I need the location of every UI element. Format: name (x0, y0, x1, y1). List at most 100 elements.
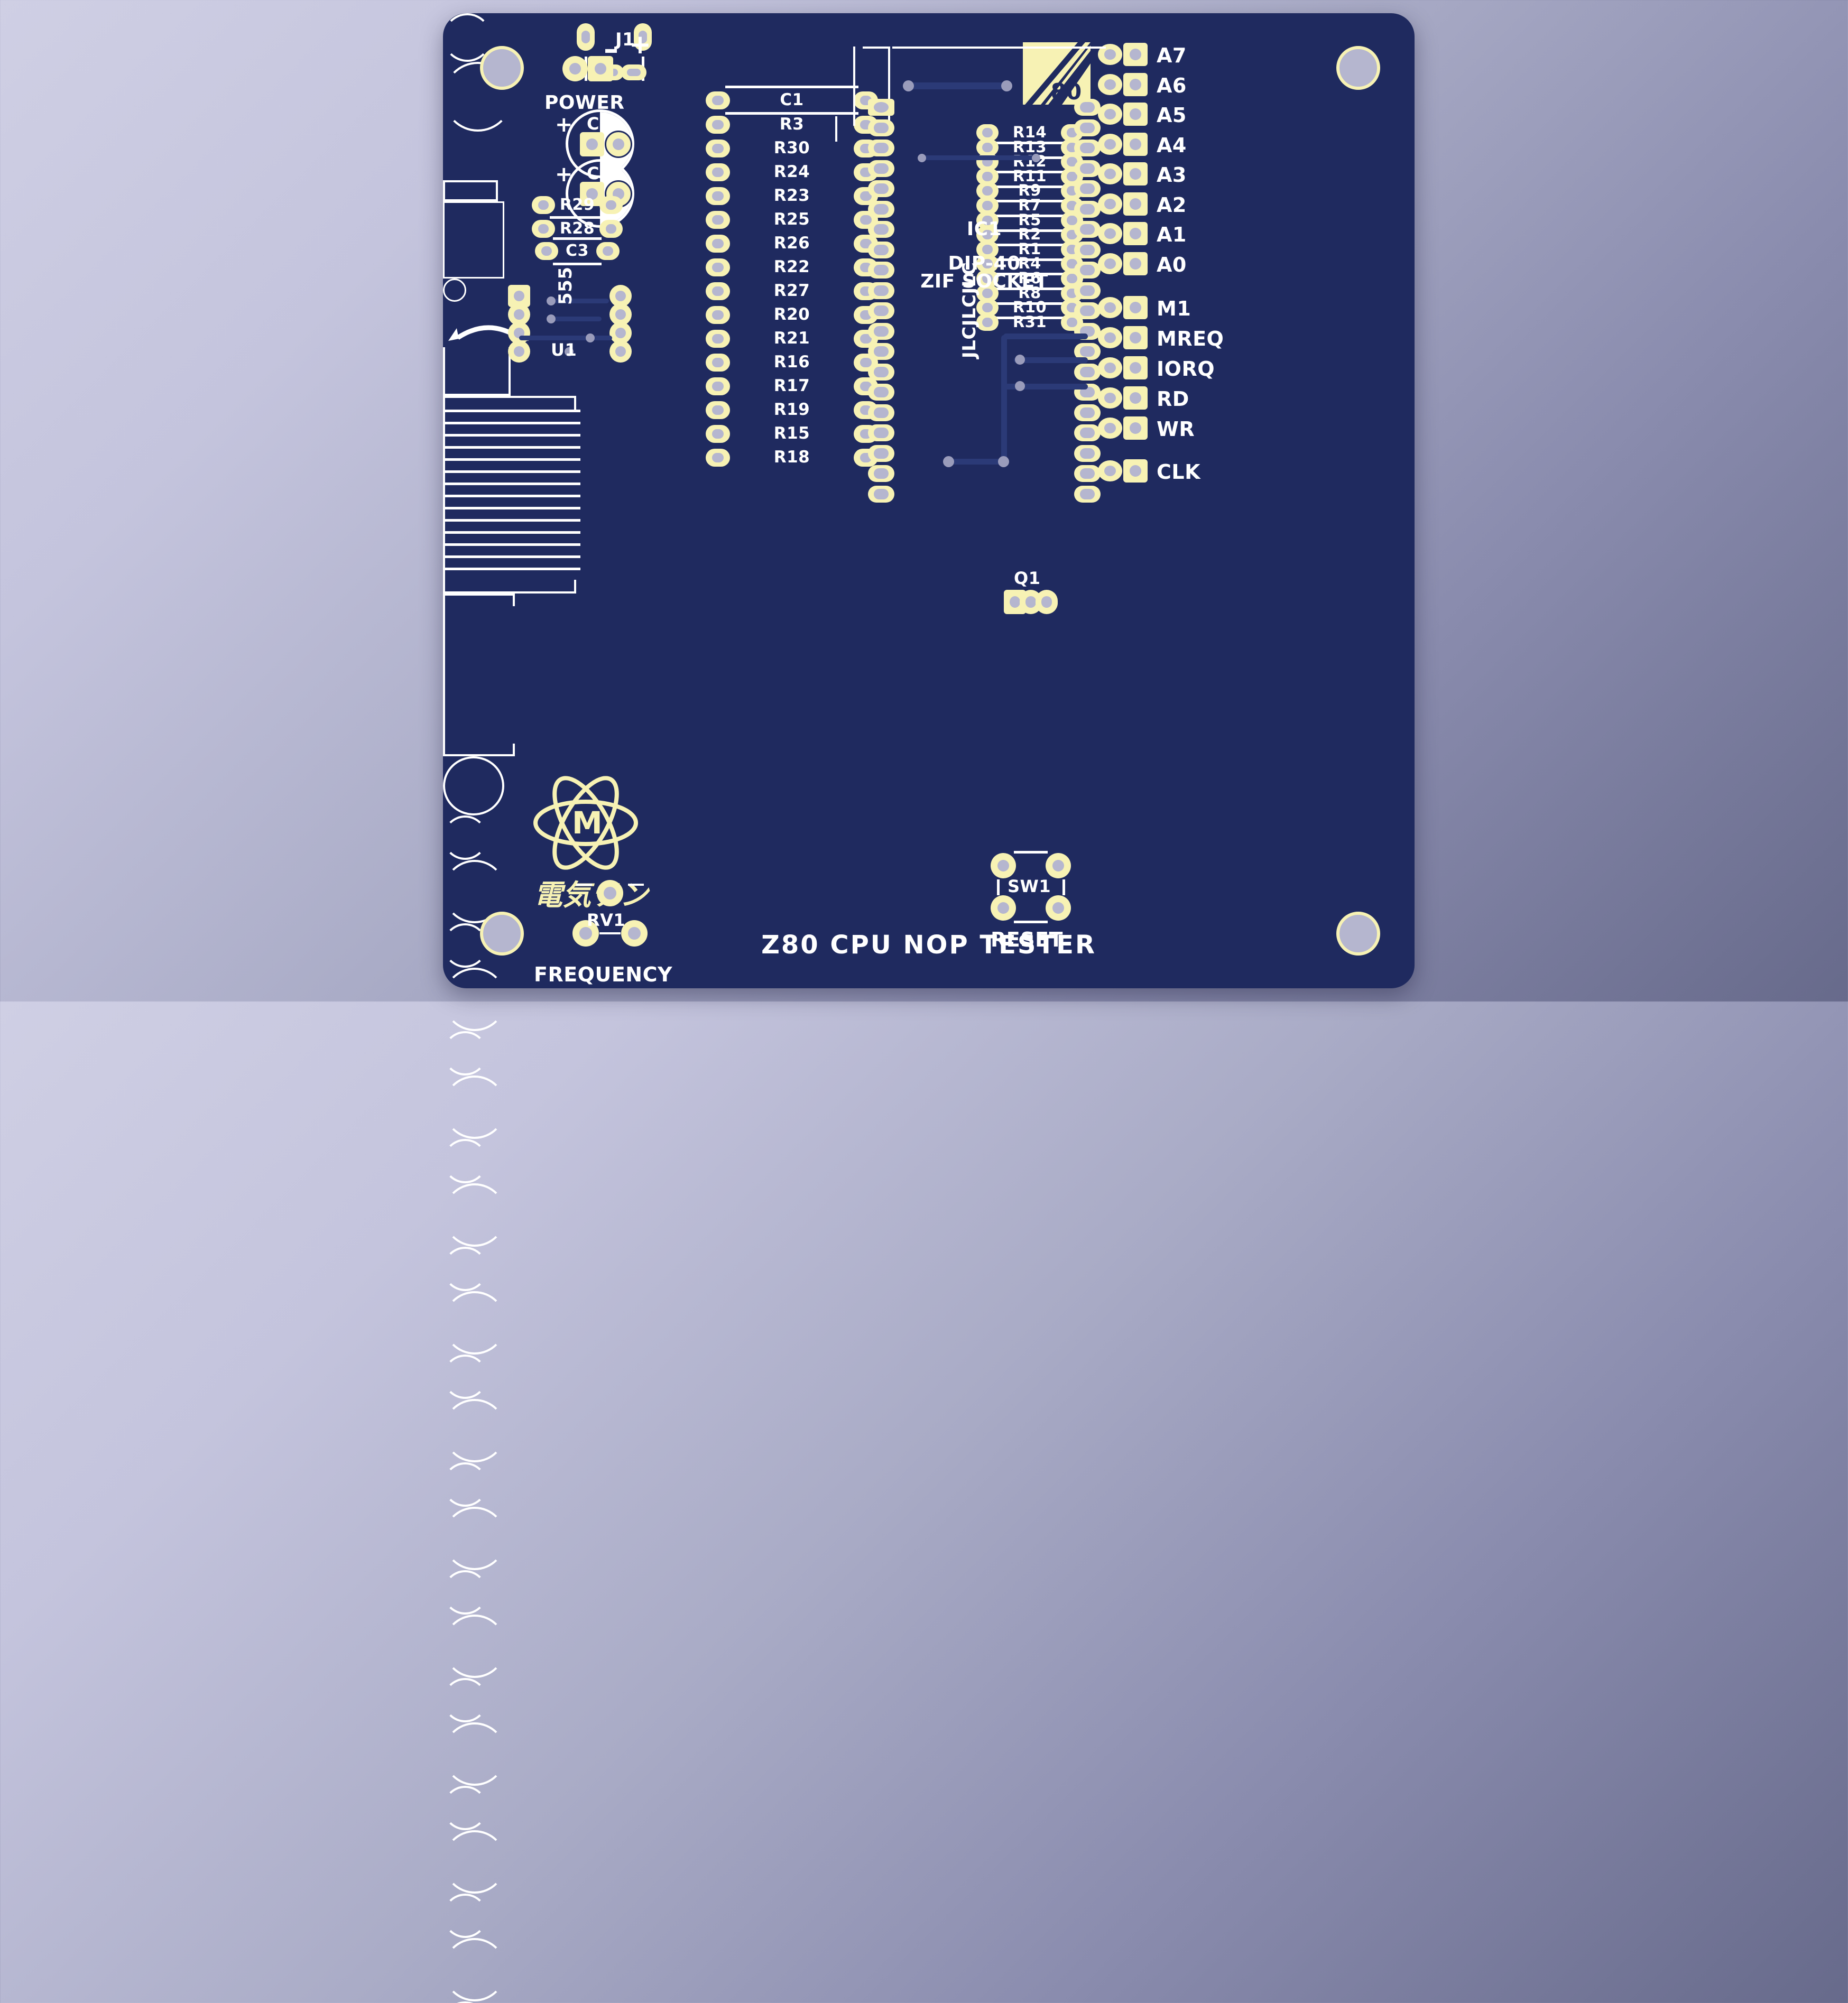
pad-hole (712, 144, 724, 153)
resistor-pad-left-R13 (976, 138, 999, 156)
pad-hole (1130, 362, 1141, 374)
pad-hole (1104, 466, 1116, 476)
ic1-ref-label: IC1 (966, 218, 1002, 240)
led-pad-cathode-A2 (1123, 192, 1148, 216)
sw1-pad-4 (1046, 895, 1071, 921)
mounting-hole-2 (1336, 46, 1380, 90)
cap-c2-label: C2 (587, 114, 612, 134)
pad-hole (874, 428, 889, 438)
right-divider-tick-r-6 (443, 675, 445, 680)
pad-hole (1080, 183, 1095, 194)
led-pad-anode-A1 (1098, 223, 1122, 244)
led-ray-A3-0 (443, 1247, 487, 1291)
power-label: POWER (544, 92, 625, 114)
pad-hole (874, 366, 889, 377)
pad-hole (712, 453, 724, 462)
center-label-R3: R3 (779, 115, 805, 134)
ic1-clock-marking: JLCJLCJLC (959, 262, 980, 358)
pad-hole (606, 224, 616, 234)
pad-hole (604, 887, 616, 900)
ic1-pad-right-21 (1074, 485, 1101, 503)
pad-hole (1130, 332, 1141, 344)
resistor-pad-left-R10 (976, 299, 999, 317)
ic1-pad-right-28 (1074, 343, 1101, 360)
pad-hole (1080, 143, 1095, 153)
u1-notch (443, 279, 466, 302)
led-pad-anode-M1 (1098, 297, 1122, 318)
right-divider-tick-l-1 (443, 617, 445, 622)
sw1-pad-1 (991, 853, 1016, 878)
pad-hole (982, 288, 993, 298)
pad-hole (712, 191, 724, 201)
ic1-pad-left-19 (868, 465, 894, 482)
right-label-R10: R10 (1012, 298, 1047, 317)
resistor-pad-left-R5 (976, 211, 999, 229)
sw1-silk-right (1062, 879, 1065, 895)
pad-hole (982, 186, 993, 196)
right-label-R4: R4 (1018, 254, 1041, 273)
rv1-outline (443, 347, 511, 396)
led-label-A3: A3 (1157, 163, 1187, 187)
pad-hole (1130, 302, 1141, 313)
right-divider-tick-r-11 (443, 728, 445, 733)
frequency-label: FREQUENCY (534, 963, 673, 986)
ic1-pad-left-9 (868, 262, 894, 279)
pad-hole (1080, 224, 1095, 235)
u1-outline (443, 201, 504, 279)
pad-hole (982, 215, 993, 225)
cap-c4-pad-outline (443, 156, 467, 180)
center-divider-tick-l-13 (443, 558, 445, 563)
center-divider-12 (443, 543, 580, 546)
center-divider-tick-r-7 (443, 490, 445, 495)
pad-hole (1130, 198, 1141, 210)
pad-hole (1052, 860, 1064, 871)
center-divider-9 (443, 507, 580, 509)
u1-trace-1 (550, 299, 609, 303)
right-label-R6: R6 (1018, 269, 1041, 287)
pad-hole (1067, 171, 1077, 181)
pad-hole (1130, 78, 1141, 90)
ic1-pad-right-32 (1074, 262, 1101, 279)
right-divider-0 (994, 142, 1066, 144)
center-bracket-bottom (443, 580, 576, 594)
pad-hole (1104, 198, 1116, 209)
led-ray-A4-1 (443, 1183, 506, 1247)
resistor-pad-left-R20 (706, 306, 730, 324)
center-divider-tick-l-11 (443, 534, 445, 539)
ic1-pad-right-31 (1074, 282, 1101, 299)
center-divider-4 (443, 446, 580, 449)
pad-hole (874, 387, 889, 397)
power-led-pad-cathode (588, 56, 613, 81)
led-pad-anode-A7 (1098, 44, 1122, 65)
right-divider-5 (994, 215, 1066, 217)
pad-hole (1130, 49, 1141, 60)
cap-c2-pad-outline (443, 132, 467, 156)
ic1-via-clk-1 (1015, 355, 1025, 365)
j1-pad-left (577, 23, 595, 51)
right-divider-7 (994, 244, 1066, 247)
led-pad-cathode-A7 (1123, 43, 1148, 66)
cap-c2-pad-positive (580, 132, 604, 156)
ic1-pad-left-7 (868, 221, 894, 238)
led-ray-A1-1 (443, 1507, 506, 1570)
led-pad-cathode-MREQ (1123, 326, 1148, 349)
led-ray-A4-0 (443, 1139, 487, 1183)
led-label-A6: A6 (1157, 73, 1187, 97)
ic1-outline-top-right (892, 47, 1106, 49)
center-divider-tick-l-12 (443, 546, 445, 551)
led-label-A2: A2 (1157, 193, 1187, 217)
ic1-trace-clk-2 (1014, 357, 1088, 363)
led-ray-A2-1 (443, 1399, 506, 1462)
center-divider-tick-l-5 (443, 461, 445, 466)
led-label-A1: A1 (1157, 223, 1187, 246)
ic1-pad-right-23 (1074, 444, 1101, 462)
resistor-pad-left-R15 (706, 425, 730, 443)
ic1-trace-clk-3 (1003, 384, 1088, 390)
pad-hole (514, 291, 524, 301)
right-divider-6 (994, 229, 1066, 232)
q1-outline (443, 756, 504, 815)
led-pad-cathode-WR (1123, 416, 1148, 440)
ic1-via-top-right (1001, 80, 1012, 91)
pad-hole (1080, 468, 1095, 479)
